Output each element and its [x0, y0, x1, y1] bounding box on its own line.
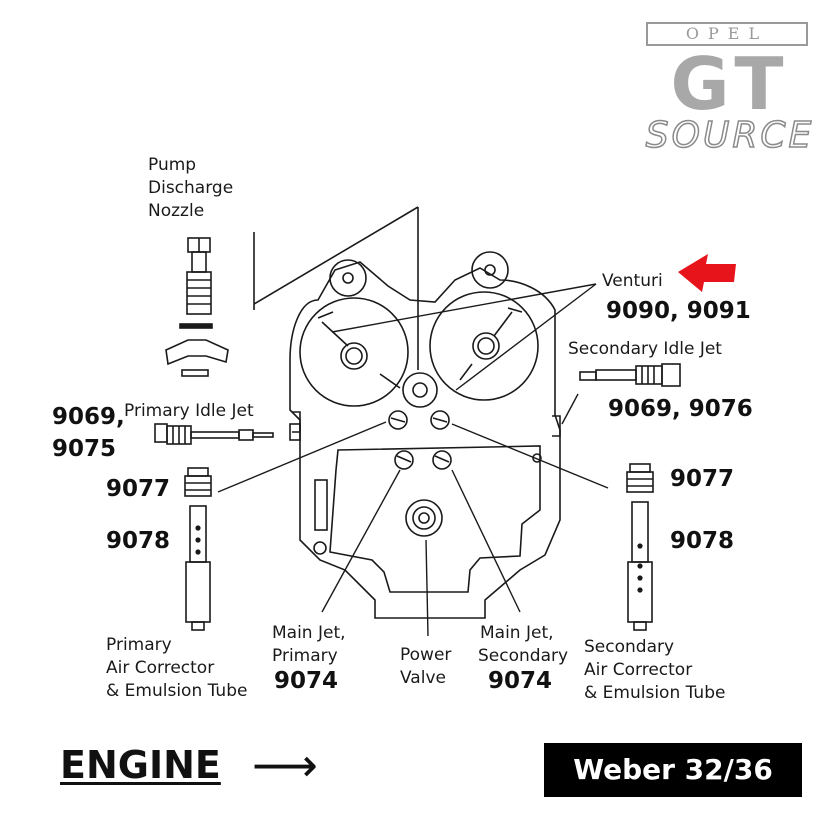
center-nozzle	[402, 372, 438, 408]
partno-main-jet-primary: 9074	[274, 668, 339, 694]
opel-logo-text: OPEL	[646, 22, 808, 46]
label-venturi: Venturi	[602, 271, 663, 291]
primary-idle-jet-part	[154, 423, 301, 445]
label-power-valve-1: Power	[400, 645, 452, 665]
label-power-valve-2: Valve	[400, 668, 446, 688]
secondary-idle-jet-part	[579, 363, 681, 387]
right-emulsion-tube-part	[626, 463, 654, 631]
partno-primary-idle-jet-2: 9075	[52, 436, 117, 462]
partno-secondary-idle-jet: 9069, 9076	[608, 396, 753, 422]
label-primary-air-corrector-1: Primary	[106, 635, 172, 655]
label-pump-line2: Discharge	[148, 178, 234, 198]
label-primary-air-corrector-2: Air Corrector	[106, 658, 215, 678]
primary-bore	[299, 297, 409, 407]
label-secondary-air-corrector-2: Air Corrector	[584, 660, 693, 680]
label-main-jet-primary-1: Main Jet,	[272, 623, 346, 643]
label-secondary-air-corrector-3: & Emulsion Tube	[584, 683, 726, 703]
red-pointer-arrow	[678, 254, 736, 292]
gt-logo-text: GT	[670, 42, 790, 126]
carburetor-model-badge: Weber 32/36	[544, 743, 802, 797]
leader-lines	[217, 283, 609, 637]
pump-discharge-nozzle-part	[165, 237, 229, 377]
engine-label: ENGINE	[60, 743, 221, 787]
left-emulsion-tube-part	[184, 467, 212, 631]
carb-body-outline	[289, 261, 561, 619]
label-main-jet-primary-2: Primary	[272, 646, 338, 666]
label-pump-line1: Pump	[148, 155, 197, 175]
label-pump-line3: Nozzle	[148, 201, 205, 221]
label-primary-air-corrector-3: & Emulsion Tube	[106, 681, 248, 701]
engine-direction-arrow: ⟶	[252, 738, 318, 792]
power-valve-drawing	[405, 499, 443, 537]
partno-venturi: 9090, 9091	[606, 298, 751, 324]
source-logo-text: SOURCE	[645, 115, 815, 157]
partno-left-emulsion: 9078	[106, 528, 171, 554]
label-secondary-idle-jet: Secondary Idle Jet	[568, 339, 722, 359]
partno-right-emulsion: 9078	[670, 528, 735, 554]
label-main-jet-secondary-2: Secondary	[478, 646, 569, 666]
label-primary-idle-jet: Primary Idle Jet	[124, 401, 254, 421]
label-secondary-air-corrector-1: Secondary	[584, 637, 675, 657]
partno-main-jet-secondary: 9074	[488, 668, 553, 694]
label-main-jet-secondary-1: Main Jet,	[480, 623, 554, 643]
partno-left-air-corrector: 9077	[106, 476, 171, 502]
partno-primary-idle-jet-1: 9069,	[52, 404, 125, 430]
secondary-bore	[429, 291, 539, 401]
partno-right-air-corrector: 9077	[670, 466, 735, 492]
